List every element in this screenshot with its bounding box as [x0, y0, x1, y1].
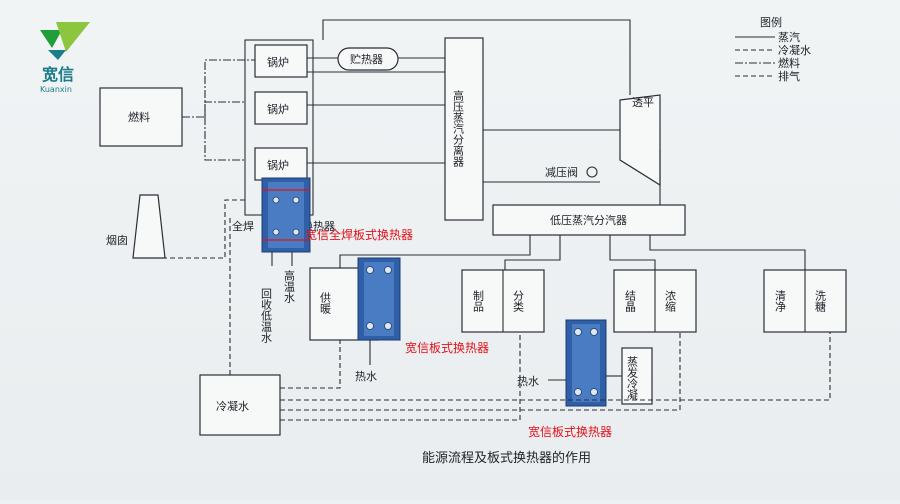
welded-phe-annotation: 宽信全焊板式换热器: [305, 227, 413, 242]
legend-title: 图例: [760, 15, 782, 29]
lp-to-clean: [649, 235, 806, 270]
phe2-port-2: [590, 328, 598, 336]
welded-plate-heat-exchanger-icon: [261, 177, 311, 253]
evap-condense-box: [621, 347, 653, 405]
turbine-label: 透平: [632, 96, 654, 109]
lp-separator-box: [492, 204, 686, 236]
lp-to-product: [504, 235, 561, 270]
diagram-caption: 能源流程及板式换热器的作用: [422, 450, 591, 466]
lp-separator-label: 低压蒸汽分汽器: [550, 213, 627, 227]
welded-phe-port-3: [272, 228, 280, 236]
plate-heat-exchanger-2-icon: [565, 319, 607, 407]
phe2-port-3: [574, 388, 582, 396]
condensate-box: [199, 374, 281, 436]
chimney-shape: [132, 194, 166, 259]
boiler-3-label: 锅炉: [267, 159, 289, 172]
fuel-label: 燃料: [128, 110, 150, 124]
quanhan-label: 全焊: [232, 219, 254, 233]
kuanxin-logo: 宽信 Kuanxin: [40, 22, 90, 94]
condensate-return-3: [280, 332, 521, 421]
product-label: 制品: [472, 290, 485, 312]
hp-separator-label: 高压蒸汽分离器: [452, 89, 465, 168]
legend-item-exhaust: 排气: [778, 69, 800, 83]
legend-item-fuel: 燃料: [778, 56, 800, 70]
pressure-valve-icon: [586, 166, 598, 178]
phe1-port-2: [384, 266, 392, 274]
heating-label: 供暖: [319, 291, 332, 315]
logo-mark-right: [56, 22, 90, 52]
lp-to-heating: [339, 235, 531, 270]
plate-heat-exchanger-1-icon: [357, 257, 401, 341]
clean-label: 清净: [774, 290, 787, 313]
phe2-port-4: [590, 388, 598, 396]
fuel-line-3: [204, 117, 245, 161]
hp-separator-box: [444, 37, 484, 221]
top-steam-loop: [322, 19, 631, 95]
pressure-valve-label: 减压阀: [545, 165, 578, 179]
logo-mark-bottom: [48, 50, 66, 60]
hot-water-2-label: 热水: [517, 375, 539, 388]
condensate-return-heating: [280, 340, 341, 389]
logo-name: 宽信: [42, 65, 74, 84]
phe-2-annotation: 宽信板式换热器: [528, 424, 612, 439]
fenlei-label: 分类: [512, 290, 525, 313]
welded-phe-port-1: [272, 196, 280, 204]
boiler-1-label: 锅炉: [267, 56, 289, 69]
fuel-line-1: [182, 59, 255, 118]
logo-sub: Kuanxin: [40, 85, 72, 94]
legend: 图例 蒸汽 冷凝水 燃料 排气: [735, 15, 811, 83]
phe-1-annotation: 宽信板式换热器: [405, 340, 489, 355]
welded-phe-port-2: [292, 196, 300, 204]
phe2-port-1: [574, 328, 582, 336]
legend-item-steam: 蒸汽: [778, 30, 800, 44]
boiler-2-box: [254, 91, 308, 125]
chimney-label: 烟囱: [106, 233, 128, 247]
crystal-label: 结晶: [624, 290, 637, 313]
welded-phe-port-4: [292, 228, 300, 236]
fuel-line-2: [204, 101, 245, 117]
condensate-label: 冷凝水: [216, 399, 249, 413]
legend-item-condensate: 冷凝水: [778, 43, 811, 57]
concentrate-label: 浓缩: [664, 290, 677, 313]
logo-mark-left: [40, 30, 62, 48]
condensate-return-1: [280, 332, 831, 401]
phe1-port-3: [366, 322, 374, 330]
hot-water-1-label: 热水: [355, 370, 377, 383]
recovery-label: 回收低温水: [260, 288, 273, 343]
heat-storage-box: [337, 47, 399, 71]
heat-storage-label: 贮热器: [350, 53, 383, 66]
evap-condense-label: 蒸发冷凝: [626, 356, 639, 401]
wash-sugar-label: 洗糖: [814, 290, 827, 313]
boiler-1-box: [254, 44, 308, 78]
hot-high-label: 高温水: [283, 269, 296, 303]
welded-phe-pack: [268, 182, 304, 248]
phe1-port-4: [384, 322, 392, 330]
condensate-return-2: [280, 332, 681, 411]
phe1-port-1: [366, 266, 374, 274]
lp-to-crystal: [609, 235, 656, 270]
fuel-box: [99, 87, 183, 147]
exhaust-line: [165, 199, 245, 259]
boiler-2-label: 锅炉: [267, 103, 289, 116]
